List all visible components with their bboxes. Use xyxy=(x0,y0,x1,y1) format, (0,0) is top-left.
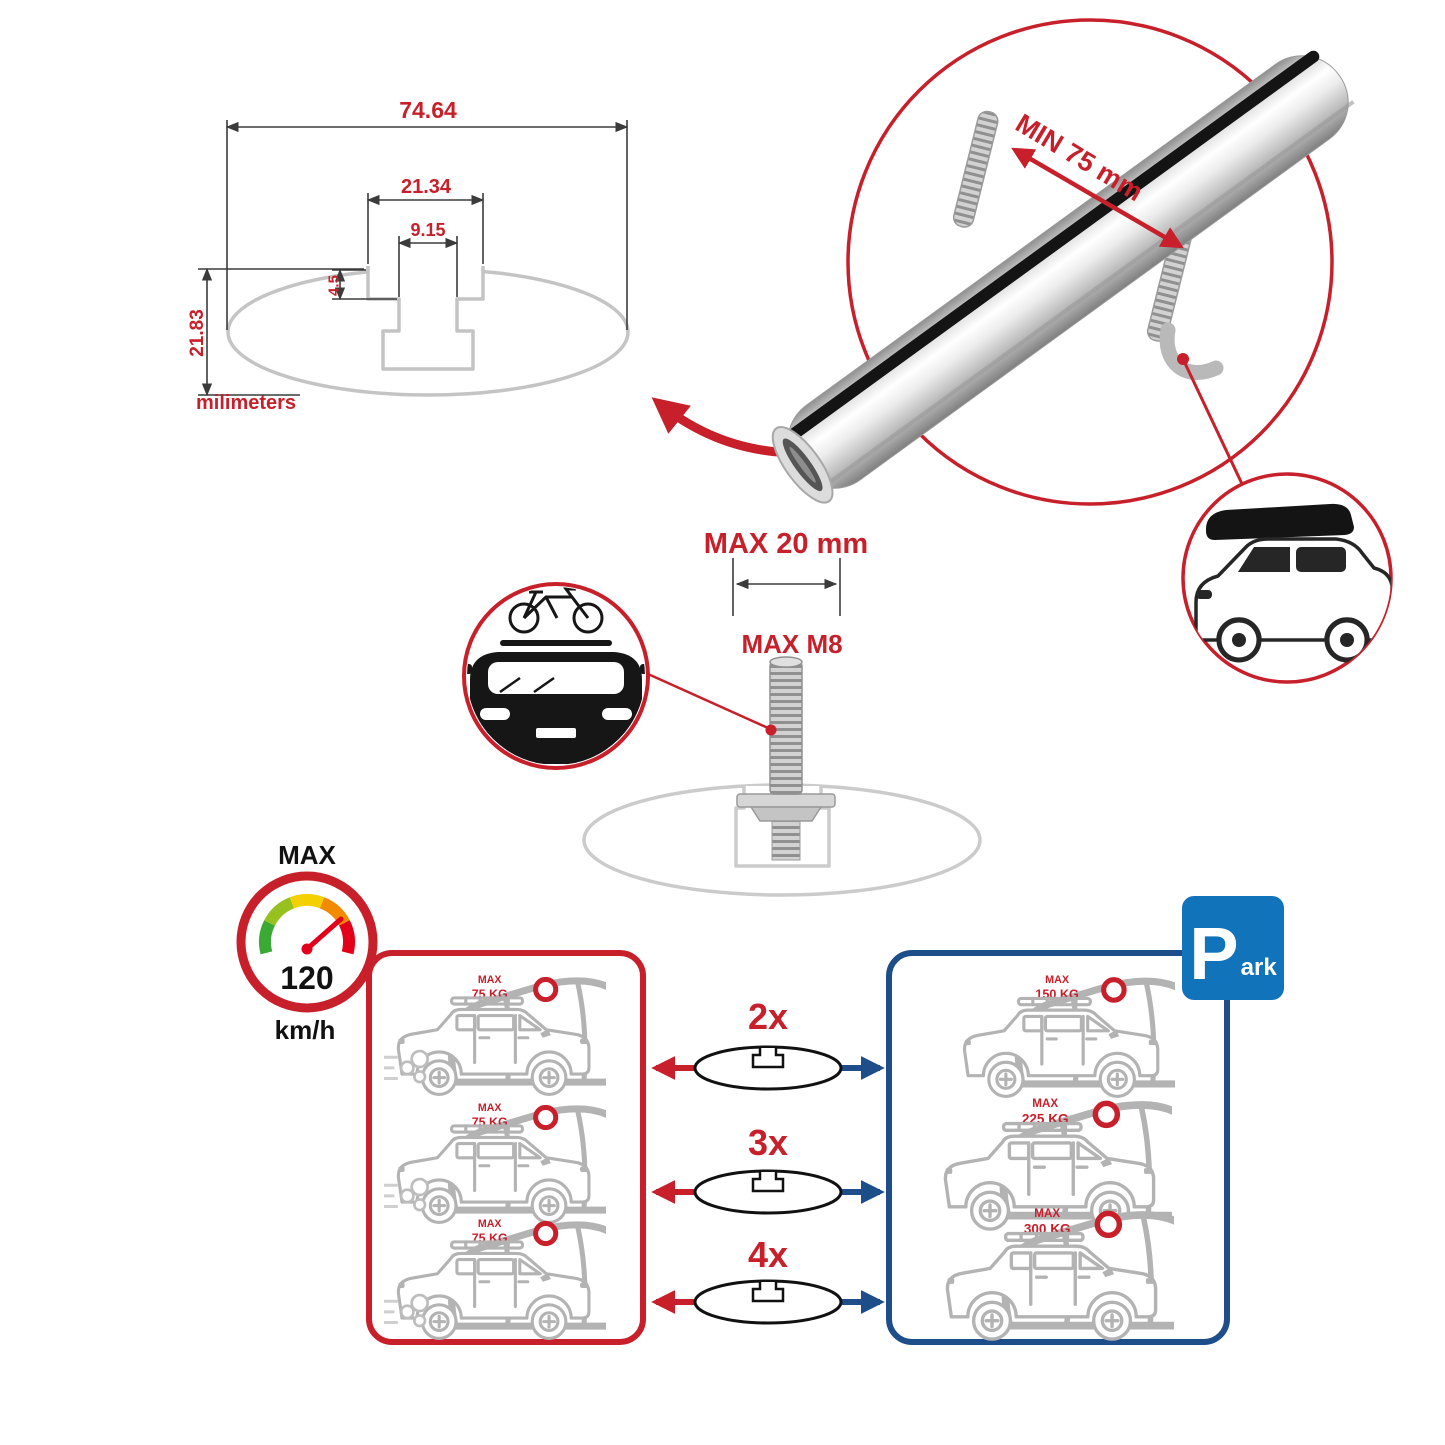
bar-count-rows xyxy=(651,1045,885,1325)
cargo-max-label: MAX xyxy=(1032,1097,1058,1110)
driving-load-panel xyxy=(366,950,646,1345)
clamp-bolt-1 xyxy=(952,110,999,228)
dim-total-width-label: 74.64 xyxy=(399,97,457,123)
roof-box xyxy=(1205,503,1354,540)
parked-car-3: MAX 300 KG xyxy=(945,1207,1174,1341)
gauge-pivot xyxy=(301,943,313,955)
parked-load-panel xyxy=(886,950,1230,1345)
red-circle-frame xyxy=(846,18,1334,506)
profile-t-slot-channel xyxy=(366,266,485,371)
car-front-silhouette xyxy=(467,652,645,764)
gauge-arc-segments xyxy=(259,894,355,955)
speed-max-label: MAX xyxy=(278,840,336,870)
park-sign-suffix: ark xyxy=(1240,954,1277,981)
max-bolt-length-label: MAX 20 mm xyxy=(703,528,869,560)
bicycle-icon xyxy=(508,587,604,634)
bike-car-circle xyxy=(462,582,769,770)
park-sign: P ark xyxy=(1182,896,1284,1000)
bolt-callout-line xyxy=(647,672,769,730)
crossbar-photo-circle xyxy=(771,18,1355,506)
bar-count-label-4x: 4x xyxy=(747,1234,789,1275)
cargo-max-label: MAX xyxy=(1034,1207,1060,1220)
cargo-max-label: MAX xyxy=(1045,974,1070,986)
bolt-dimension-lines xyxy=(732,558,841,616)
parked-car-2: MAX 225 KG xyxy=(943,1097,1172,1231)
dim-unit-label: milimeters xyxy=(196,392,297,414)
callout-line xyxy=(1181,358,1245,487)
bar-count-label-3x: 3x xyxy=(747,1122,789,1163)
max-thread-label: MAX M8 xyxy=(741,629,843,659)
driving-car-2: MAX 75 KG xyxy=(384,1102,606,1225)
cargo-max-label: MAX xyxy=(478,1102,502,1114)
parked-car-1: MAX 150 KG xyxy=(962,974,1175,1098)
dim-channel-outer-label: 21.34 xyxy=(400,176,452,198)
bar-count-row-2 xyxy=(651,1169,885,1215)
park-sign-letter: P xyxy=(1189,911,1239,995)
cross-section-diagram xyxy=(198,120,630,397)
bolt-callout-dot xyxy=(765,724,777,736)
min-spacing-arrow xyxy=(1011,147,1184,249)
bar-count-row-1 xyxy=(651,1045,885,1091)
dim-step-depth-label: 4.5 xyxy=(325,275,343,296)
aluminum-crossbar xyxy=(771,50,1355,504)
cargo-max-label: MAX xyxy=(478,1218,502,1230)
dimension-lines xyxy=(198,120,629,397)
dim-channel-inner-label: 9.15 xyxy=(410,220,446,240)
speed-value: 120 xyxy=(280,960,333,996)
bar-count-label-2x: 2x xyxy=(747,996,789,1037)
cargo-max-label: MAX xyxy=(478,974,502,986)
gauge-needle xyxy=(304,916,344,952)
bolt-diagram xyxy=(582,558,982,897)
clamp-hook-end xyxy=(1159,322,1224,380)
driving-car-3: MAX 75 KG xyxy=(384,1218,606,1341)
roofbox-car-inset xyxy=(1181,472,1393,684)
driving-car-1: MAX 75 KG xyxy=(384,974,606,1097)
bar-count-row-3 xyxy=(651,1279,885,1325)
dim-total-height-label: 21.83 xyxy=(187,309,208,357)
t-nut-plate xyxy=(736,793,836,808)
speed-unit-label: km/h xyxy=(275,1015,336,1045)
speed-limit-gauge: MAX 120 km/h xyxy=(236,840,378,1045)
